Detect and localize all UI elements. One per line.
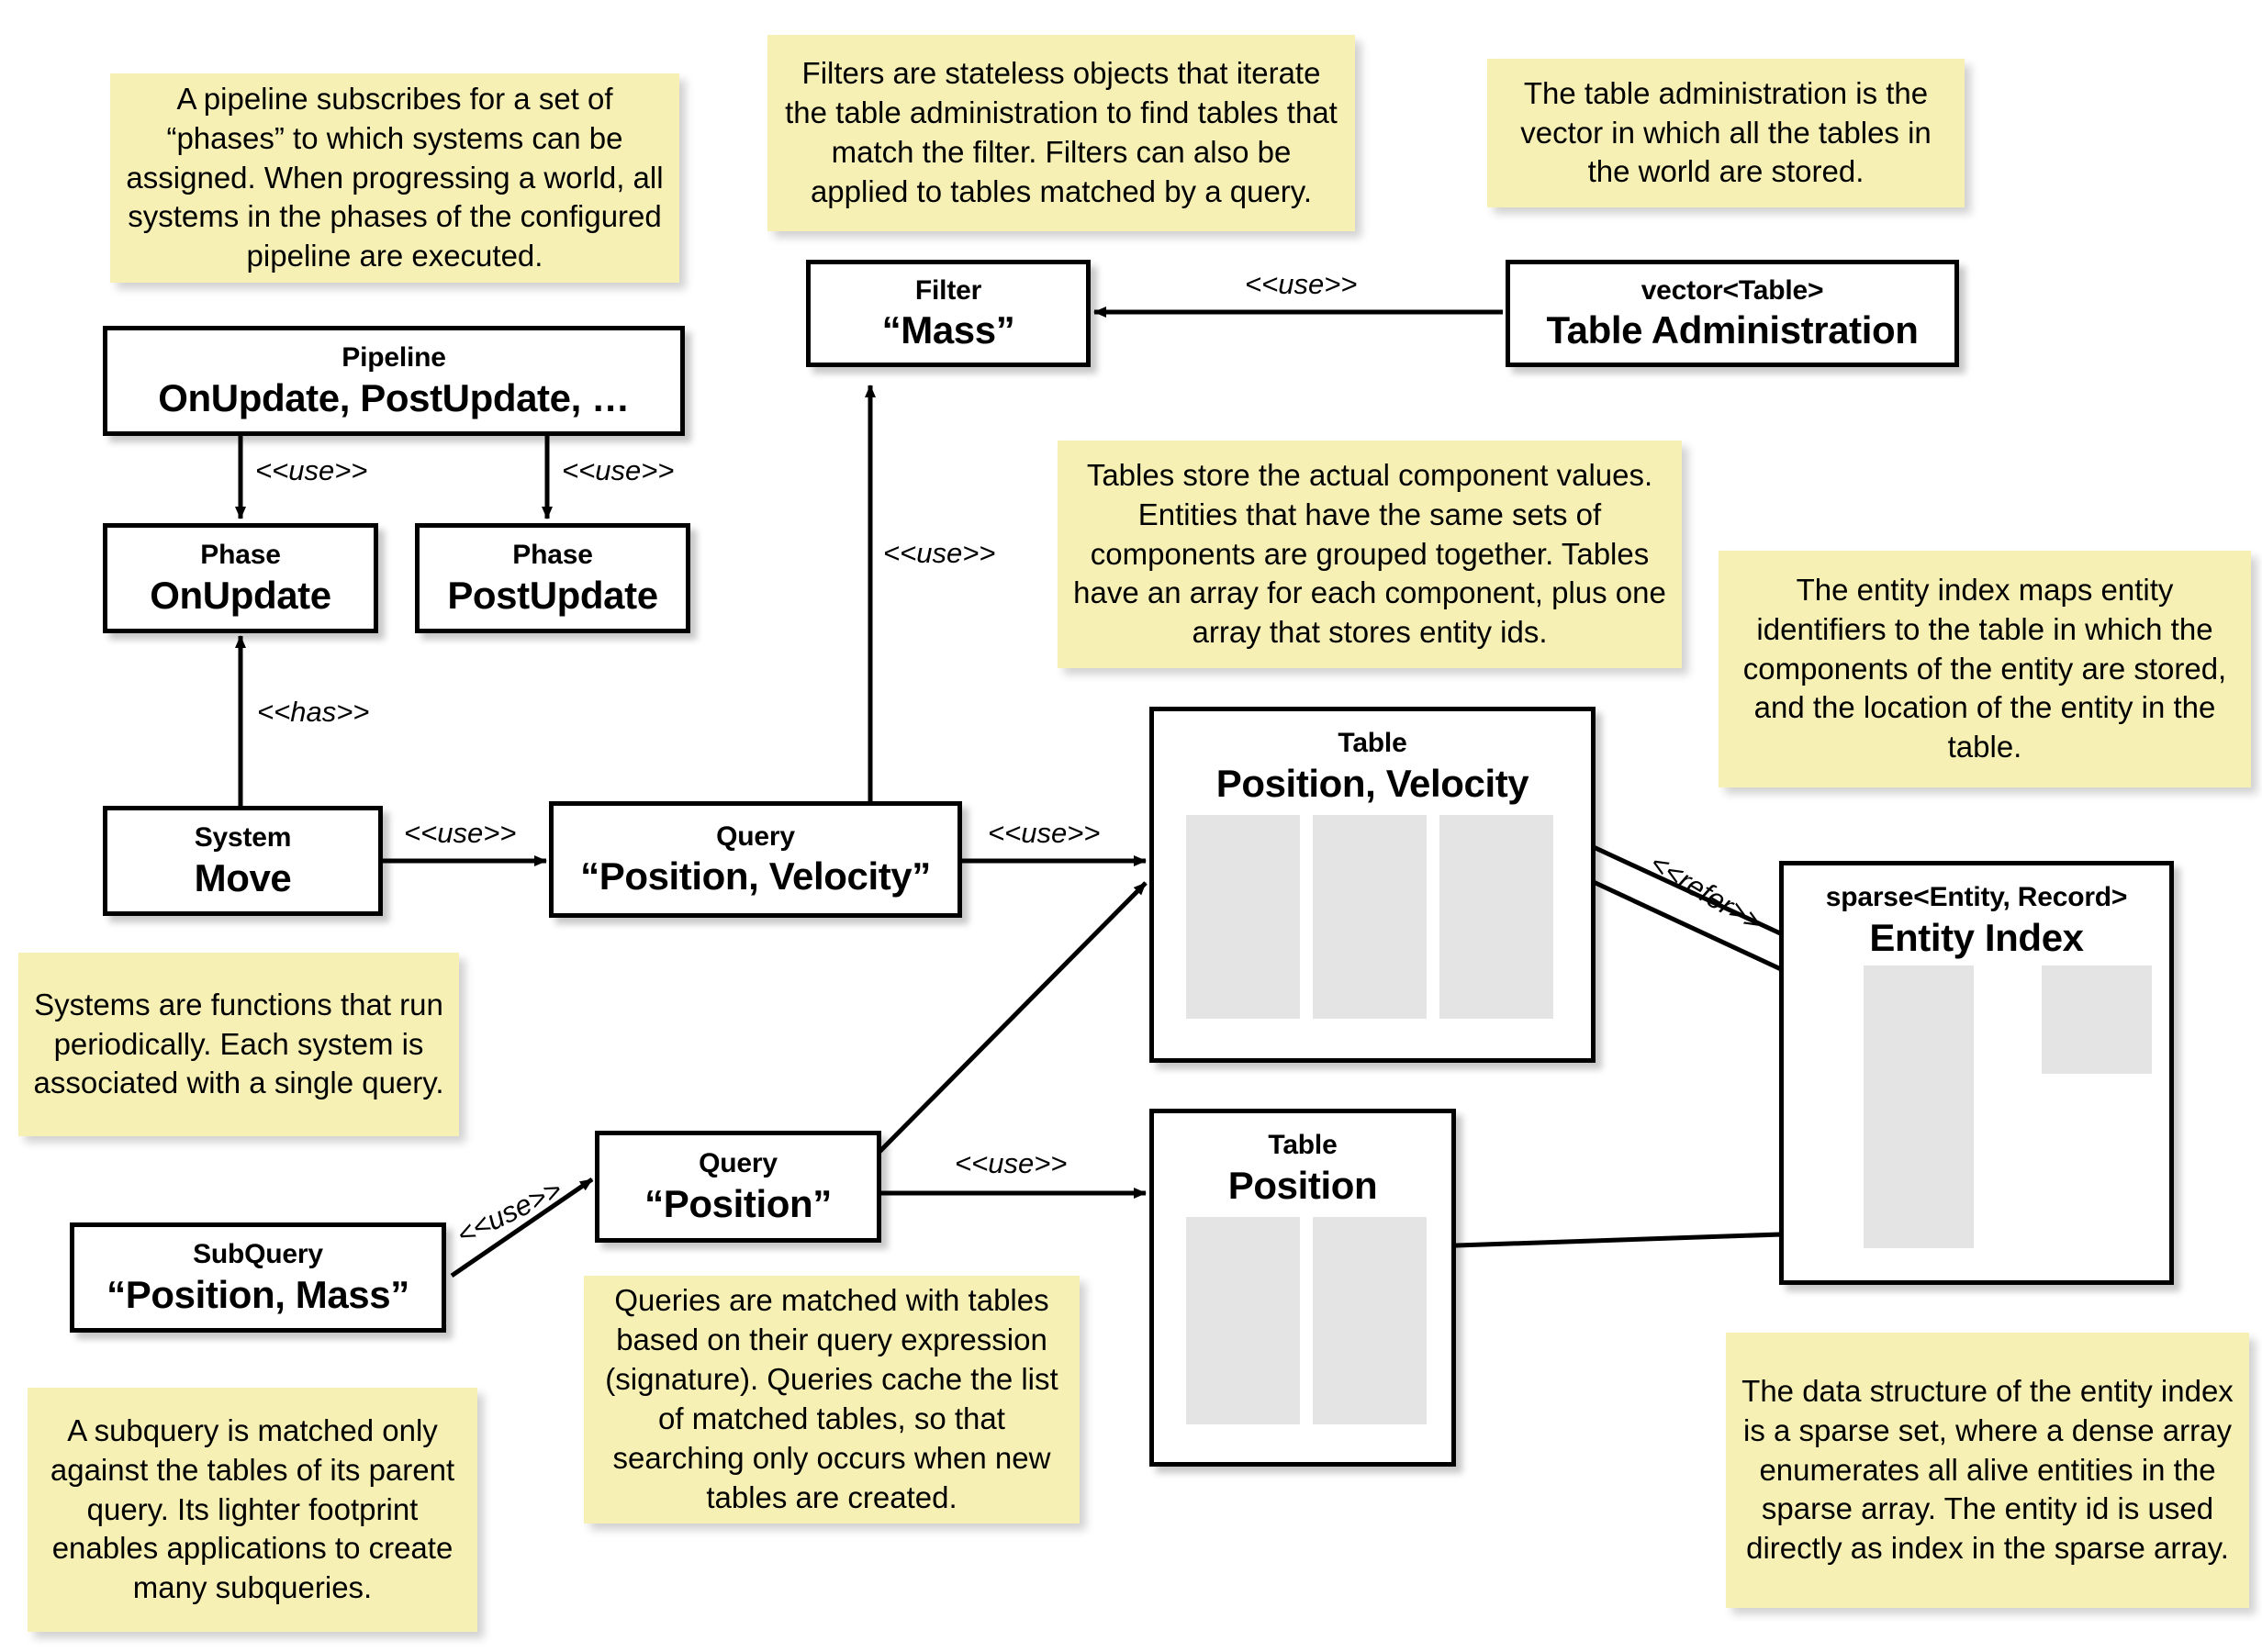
class-box-pipeline[interactable]: Pipeline OnUpdate, PostUpdate, … xyxy=(103,326,685,436)
class-box-table-administration[interactable]: vector<Table> Table Administration xyxy=(1506,260,1959,367)
edge-label-entity-index-refer: <<refer>> xyxy=(1644,846,1768,939)
phase-postupdate-name: PostUpdate xyxy=(447,573,658,617)
note-subquery: A subquery is matched only against the t… xyxy=(28,1388,477,1632)
filter-name: “Mass” xyxy=(881,308,1015,352)
note-table-admin: The table administration is the vector i… xyxy=(1487,59,1965,207)
entity-id-array xyxy=(1313,1217,1427,1424)
class-box-query-position-velocity[interactable]: Query “Position, Velocity” xyxy=(549,801,962,918)
system-stereotype: System xyxy=(194,822,292,854)
edge-label-pipeline-phase-postupdate: <<use>> xyxy=(562,454,675,486)
query-p-name: “Position” xyxy=(644,1181,832,1225)
edge-label-subquery-query: <<use>> xyxy=(452,1173,567,1252)
note-table-admin-text: The table administration is the vector i… xyxy=(1520,75,1932,189)
edge-label-system-query: <<use>> xyxy=(404,817,517,849)
edge-label-table-admin-filter: <<use>> xyxy=(1245,268,1358,300)
note-pipeline-text: A pipeline subscribes for a set of “phas… xyxy=(126,81,664,273)
edge-label-pipeline-phase-onupdate: <<use>> xyxy=(255,454,368,486)
class-box-subquery[interactable]: SubQuery “Position, Mass” xyxy=(70,1222,446,1333)
note-filter: Filters are stateless objects that itera… xyxy=(767,35,1355,231)
phase-onupdate-name: OnUpdate xyxy=(150,573,331,617)
edge-label-query-filter: <<use>> xyxy=(883,537,996,569)
note-entity-index: The entity index maps entity identifiers… xyxy=(1719,551,2251,787)
dense-array xyxy=(2042,966,2152,1074)
note-pipeline: A pipeline subscribes for a set of “phas… xyxy=(110,73,679,283)
note-entity-index-text: The entity index maps entity identifiers… xyxy=(1742,572,2227,765)
note-subquery-text: A subquery is matched only against the t… xyxy=(50,1412,455,1605)
note-sparse-set-text: The data structure of the entity index i… xyxy=(1741,1373,2234,1566)
entity-index-stereotype: sparse<Entity, Record> xyxy=(1825,882,2128,912)
component-array xyxy=(1186,815,1300,1019)
entity-index-name: Entity Index xyxy=(1869,915,2084,959)
table-admin-stereotype: vector<Table> xyxy=(1641,274,1824,306)
class-box-phase-onupdate[interactable]: Phase OnUpdate xyxy=(103,523,378,633)
subquery-name: “Position, Mass” xyxy=(106,1272,409,1316)
system-name: Move xyxy=(194,855,292,899)
edge-label-query-pv-table: <<use>> xyxy=(988,817,1101,849)
table-pv-stereotype: Table xyxy=(1338,728,1407,758)
class-box-system-move[interactable]: System Move xyxy=(103,806,383,916)
table-pv-name: Position, Velocity xyxy=(1215,761,1529,805)
edge-label-system-phase: <<has>> xyxy=(257,696,370,728)
note-queries-text: Queries are matched with tables based on… xyxy=(605,1283,1058,1514)
table-admin-name: Table Administration xyxy=(1546,308,1919,352)
note-tables-text: Tables store the actual component values… xyxy=(1073,457,1666,650)
filter-stereotype: Filter xyxy=(914,274,982,306)
phase-onupdate-stereotype: Phase xyxy=(200,540,281,571)
phase-postupdate-stereotype: Phase xyxy=(512,540,593,571)
entity-id-array xyxy=(1439,815,1553,1019)
table-pv-component-arrays xyxy=(1186,815,1553,1019)
component-array xyxy=(1186,1217,1300,1424)
note-systems-text: Systems are functions that run periodica… xyxy=(33,987,444,1100)
pipeline-stereotype: Pipeline xyxy=(342,342,446,374)
edge-label-query-p-table: <<use>> xyxy=(955,1147,1068,1179)
table-p-name: Position xyxy=(1227,1163,1378,1207)
sparse-array xyxy=(1864,966,1974,1248)
component-array xyxy=(1313,815,1427,1019)
table-p-component-arrays xyxy=(1186,1217,1427,1424)
note-tables: Tables store the actual component values… xyxy=(1058,441,1682,668)
subquery-stereotype: SubQuery xyxy=(193,1239,323,1270)
query-p-stereotype: Query xyxy=(699,1148,778,1179)
query-pv-stereotype: Query xyxy=(716,820,795,852)
pipeline-name: OnUpdate, PostUpdate, … xyxy=(158,375,630,419)
class-box-filter-mass[interactable]: Filter “Mass” xyxy=(806,260,1091,367)
query-pv-name: “Position, Velocity” xyxy=(580,854,931,899)
note-filter-text: Filters are stateless objects that itera… xyxy=(785,56,1338,208)
note-sparse-set: The data structure of the entity index i… xyxy=(1726,1333,2249,1608)
table-p-stereotype: Table xyxy=(1268,1130,1338,1160)
note-queries: Queries are matched with tables based on… xyxy=(584,1276,1080,1524)
class-box-query-position[interactable]: Query “Position” xyxy=(595,1131,881,1243)
class-box-phase-postupdate[interactable]: Phase PostUpdate xyxy=(415,523,690,633)
note-systems: Systems are functions that run periodica… xyxy=(18,953,459,1136)
